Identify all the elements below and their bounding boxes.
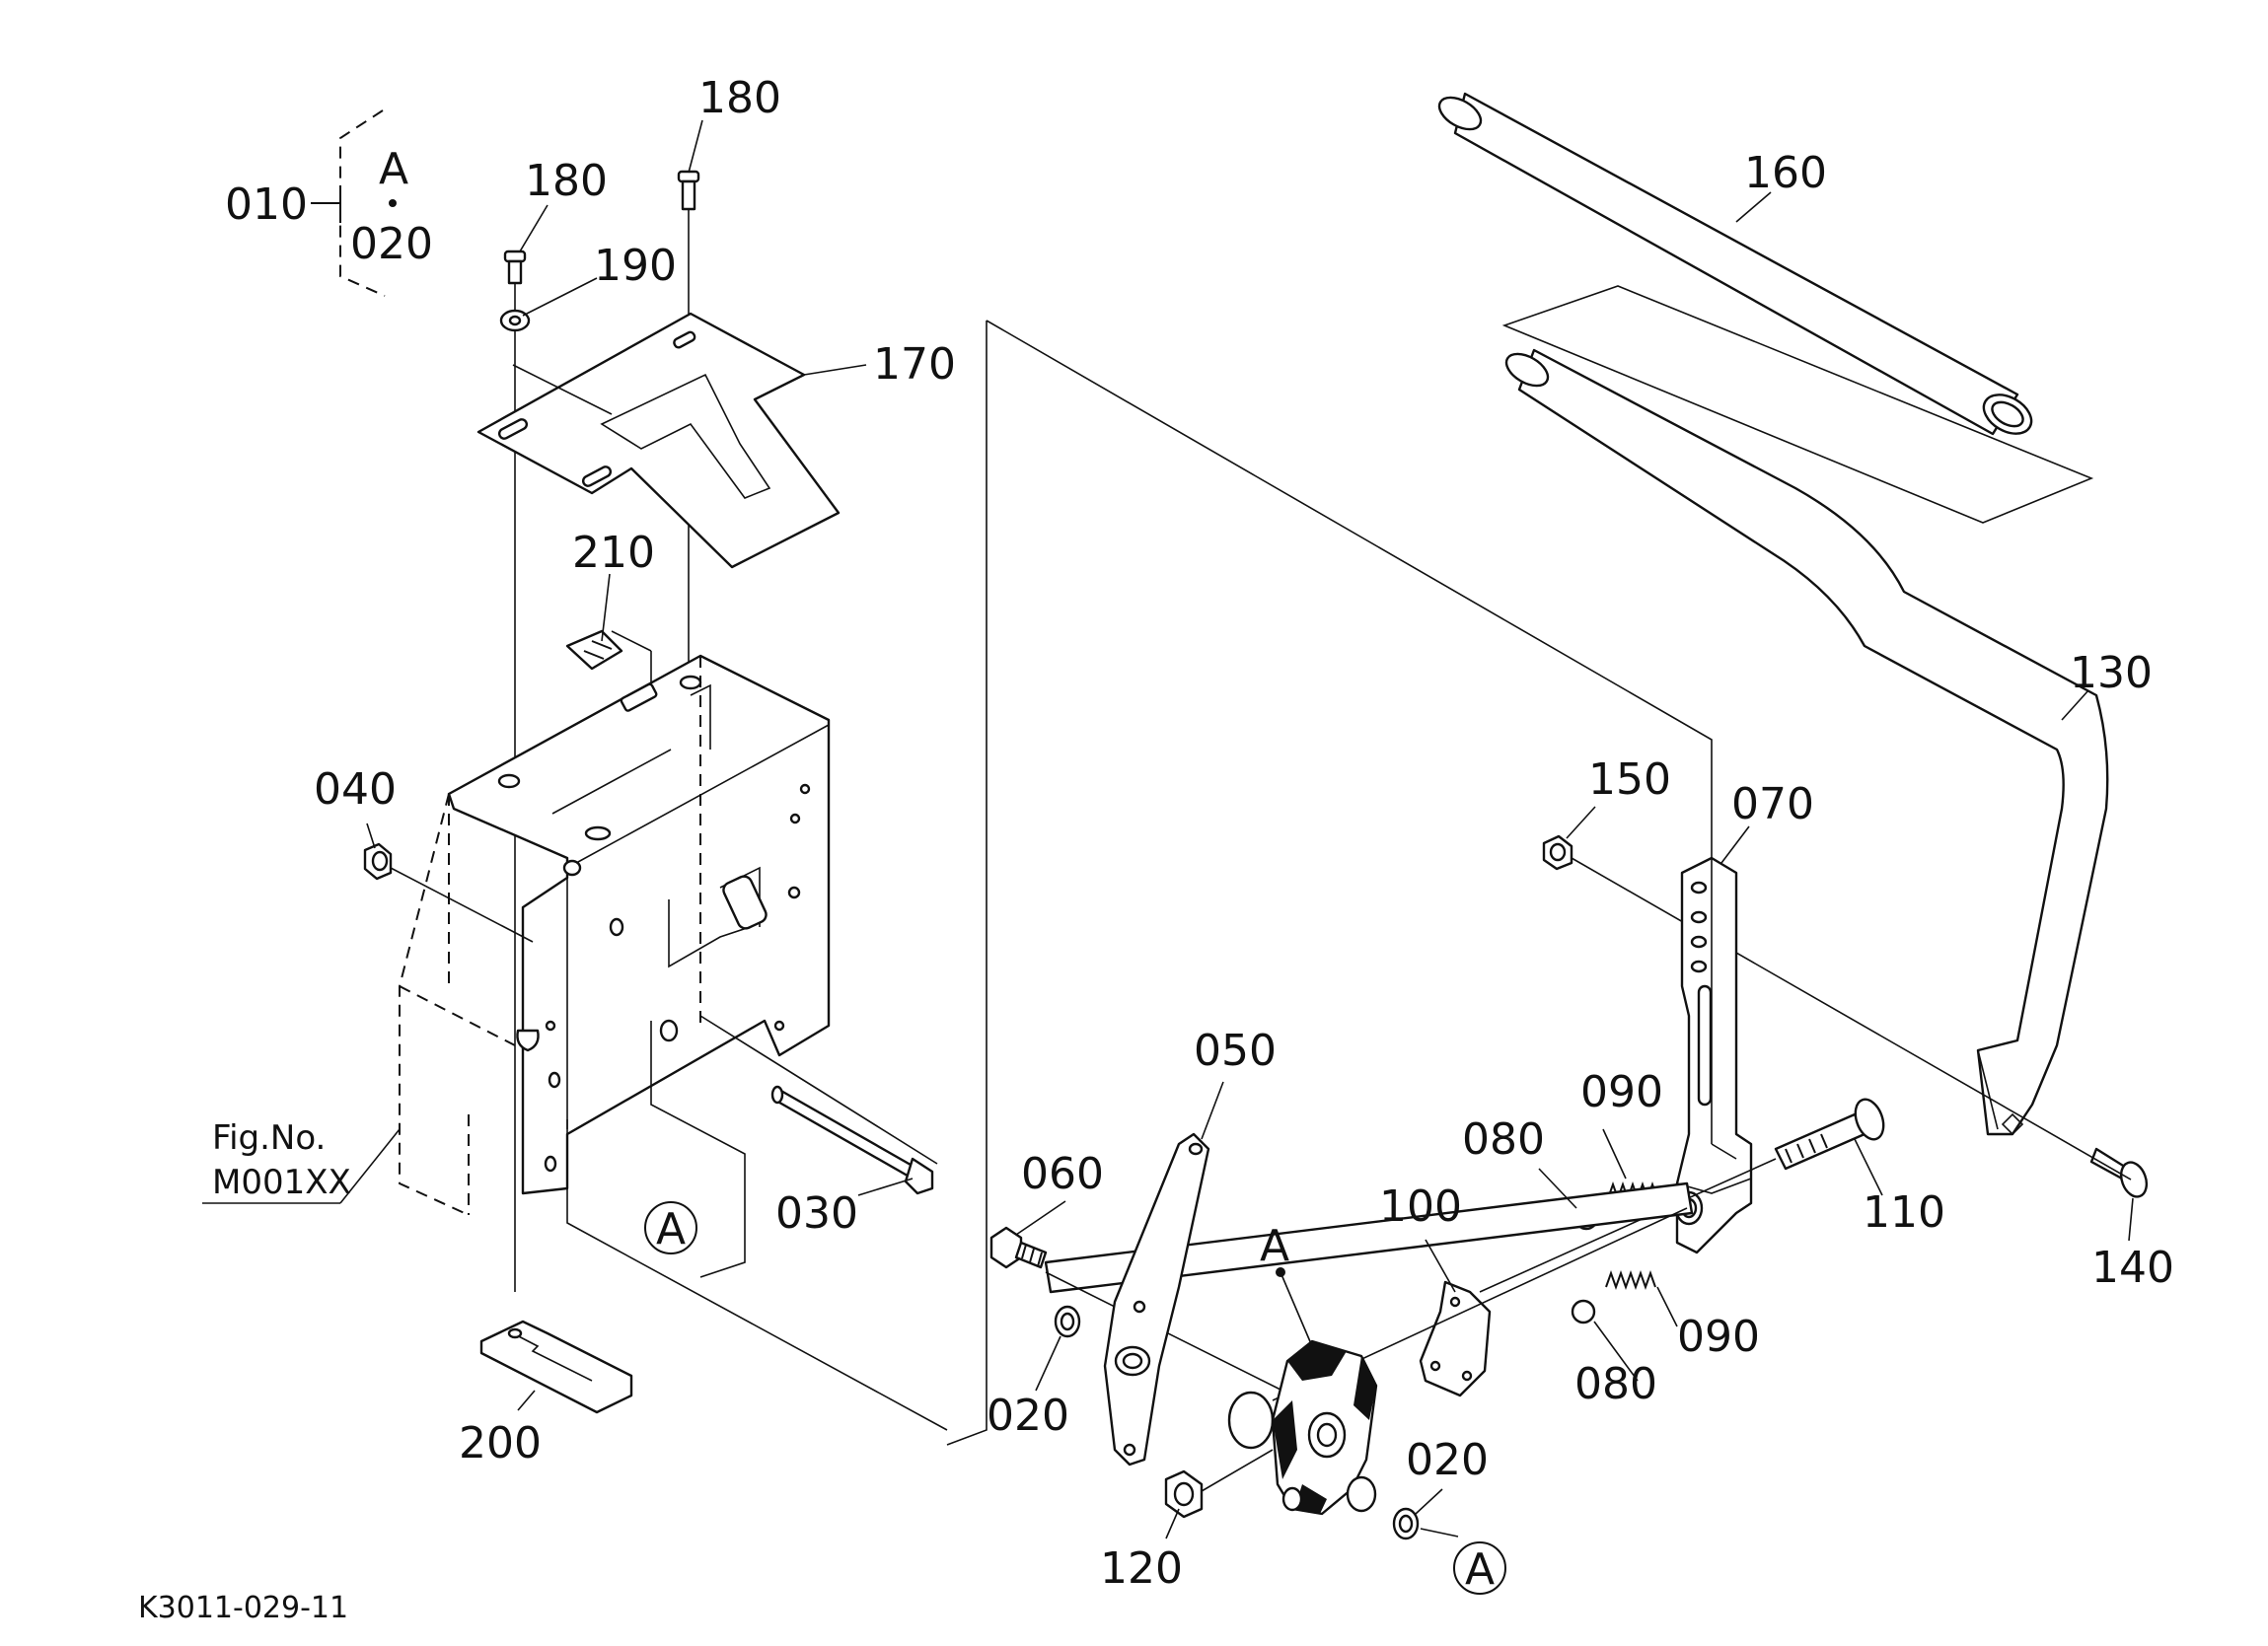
callout-100: 100 xyxy=(1379,1181,1462,1232)
main-bracket xyxy=(447,654,831,1195)
callout-020-right: 020 xyxy=(1406,1435,1489,1485)
lever-070 xyxy=(1674,856,1753,1254)
hub-assembly xyxy=(1227,1267,1378,1516)
marker-a-upper-label: A xyxy=(656,1204,686,1254)
figure-reference: Fig.No. M001XX xyxy=(202,1118,401,1204)
callout-leaders xyxy=(366,119,2134,1539)
callout-060: 060 xyxy=(1021,1149,1104,1199)
callout-160: 160 xyxy=(1744,148,1827,198)
clip-210 xyxy=(565,629,652,690)
washer-190 xyxy=(499,309,531,332)
figure-reference-number: M001XX xyxy=(212,1163,351,1202)
bolt-060 xyxy=(989,1226,1048,1269)
mounting-outline xyxy=(399,656,701,1216)
nut-040 xyxy=(363,842,534,943)
nut-150 xyxy=(1542,834,2132,1181)
callout-030: 030 xyxy=(775,1188,858,1239)
callout-180-top: 180 xyxy=(698,73,781,123)
leader-lines xyxy=(566,320,1713,1446)
callout-050: 050 xyxy=(1194,1026,1277,1076)
callout-020-left: 020 xyxy=(987,1391,1069,1441)
bolt-110 xyxy=(1479,1098,1885,1293)
group-sub-number: 020 xyxy=(350,219,433,269)
callout-140: 140 xyxy=(2091,1243,2174,1293)
arm-050 xyxy=(1103,1132,1210,1467)
nut-120 xyxy=(1164,1449,1274,1519)
callout-090-lower: 090 xyxy=(1677,1312,1760,1362)
callout-120: 120 xyxy=(1100,1543,1183,1594)
callout-090-upper: 090 xyxy=(1580,1067,1663,1117)
plate-100 xyxy=(1419,1280,1492,1397)
callout-180-left: 180 xyxy=(525,156,608,206)
pin-030 xyxy=(770,1085,934,1195)
main-shaft xyxy=(1044,1181,1694,1401)
callout-190: 190 xyxy=(594,241,677,291)
group-letter: A xyxy=(379,144,408,194)
callout-110: 110 xyxy=(1863,1187,1945,1238)
group-main-number: 010 xyxy=(225,179,308,230)
callout-070: 070 xyxy=(1731,779,1814,829)
callout-040: 040 xyxy=(314,764,397,815)
marker-circle-a-upper: A xyxy=(644,1201,697,1254)
ball-080-lower xyxy=(1571,1299,1596,1324)
figure-reference-label: Fig.No. xyxy=(212,1118,326,1158)
bushing-020-left xyxy=(1054,1305,1081,1338)
callout-080-lower: 080 xyxy=(1574,1359,1657,1409)
drawing-id: K3011-029-11 xyxy=(138,1591,348,1625)
marker-point-a-label: A xyxy=(1260,1221,1289,1271)
spring-090-lower xyxy=(1605,1270,1656,1290)
group-bracket: 010 A 020 xyxy=(225,109,433,297)
callout-170: 170 xyxy=(873,339,956,390)
plate-170 xyxy=(476,312,841,569)
plate-200 xyxy=(479,1320,633,1414)
callout-130: 130 xyxy=(2070,648,2153,698)
handle-130 xyxy=(1504,348,2109,1136)
marker-a-lower-label: A xyxy=(1465,1544,1495,1595)
bushing-020-right xyxy=(1392,1507,1420,1540)
marker-circle-a-lower: A xyxy=(1453,1541,1506,1595)
callout-200: 200 xyxy=(459,1418,542,1468)
tube-160 xyxy=(1437,92,2094,524)
callout-150: 150 xyxy=(1588,754,1671,805)
callout-210: 210 xyxy=(572,528,655,578)
callout-080-upper: 080 xyxy=(1462,1114,1545,1165)
